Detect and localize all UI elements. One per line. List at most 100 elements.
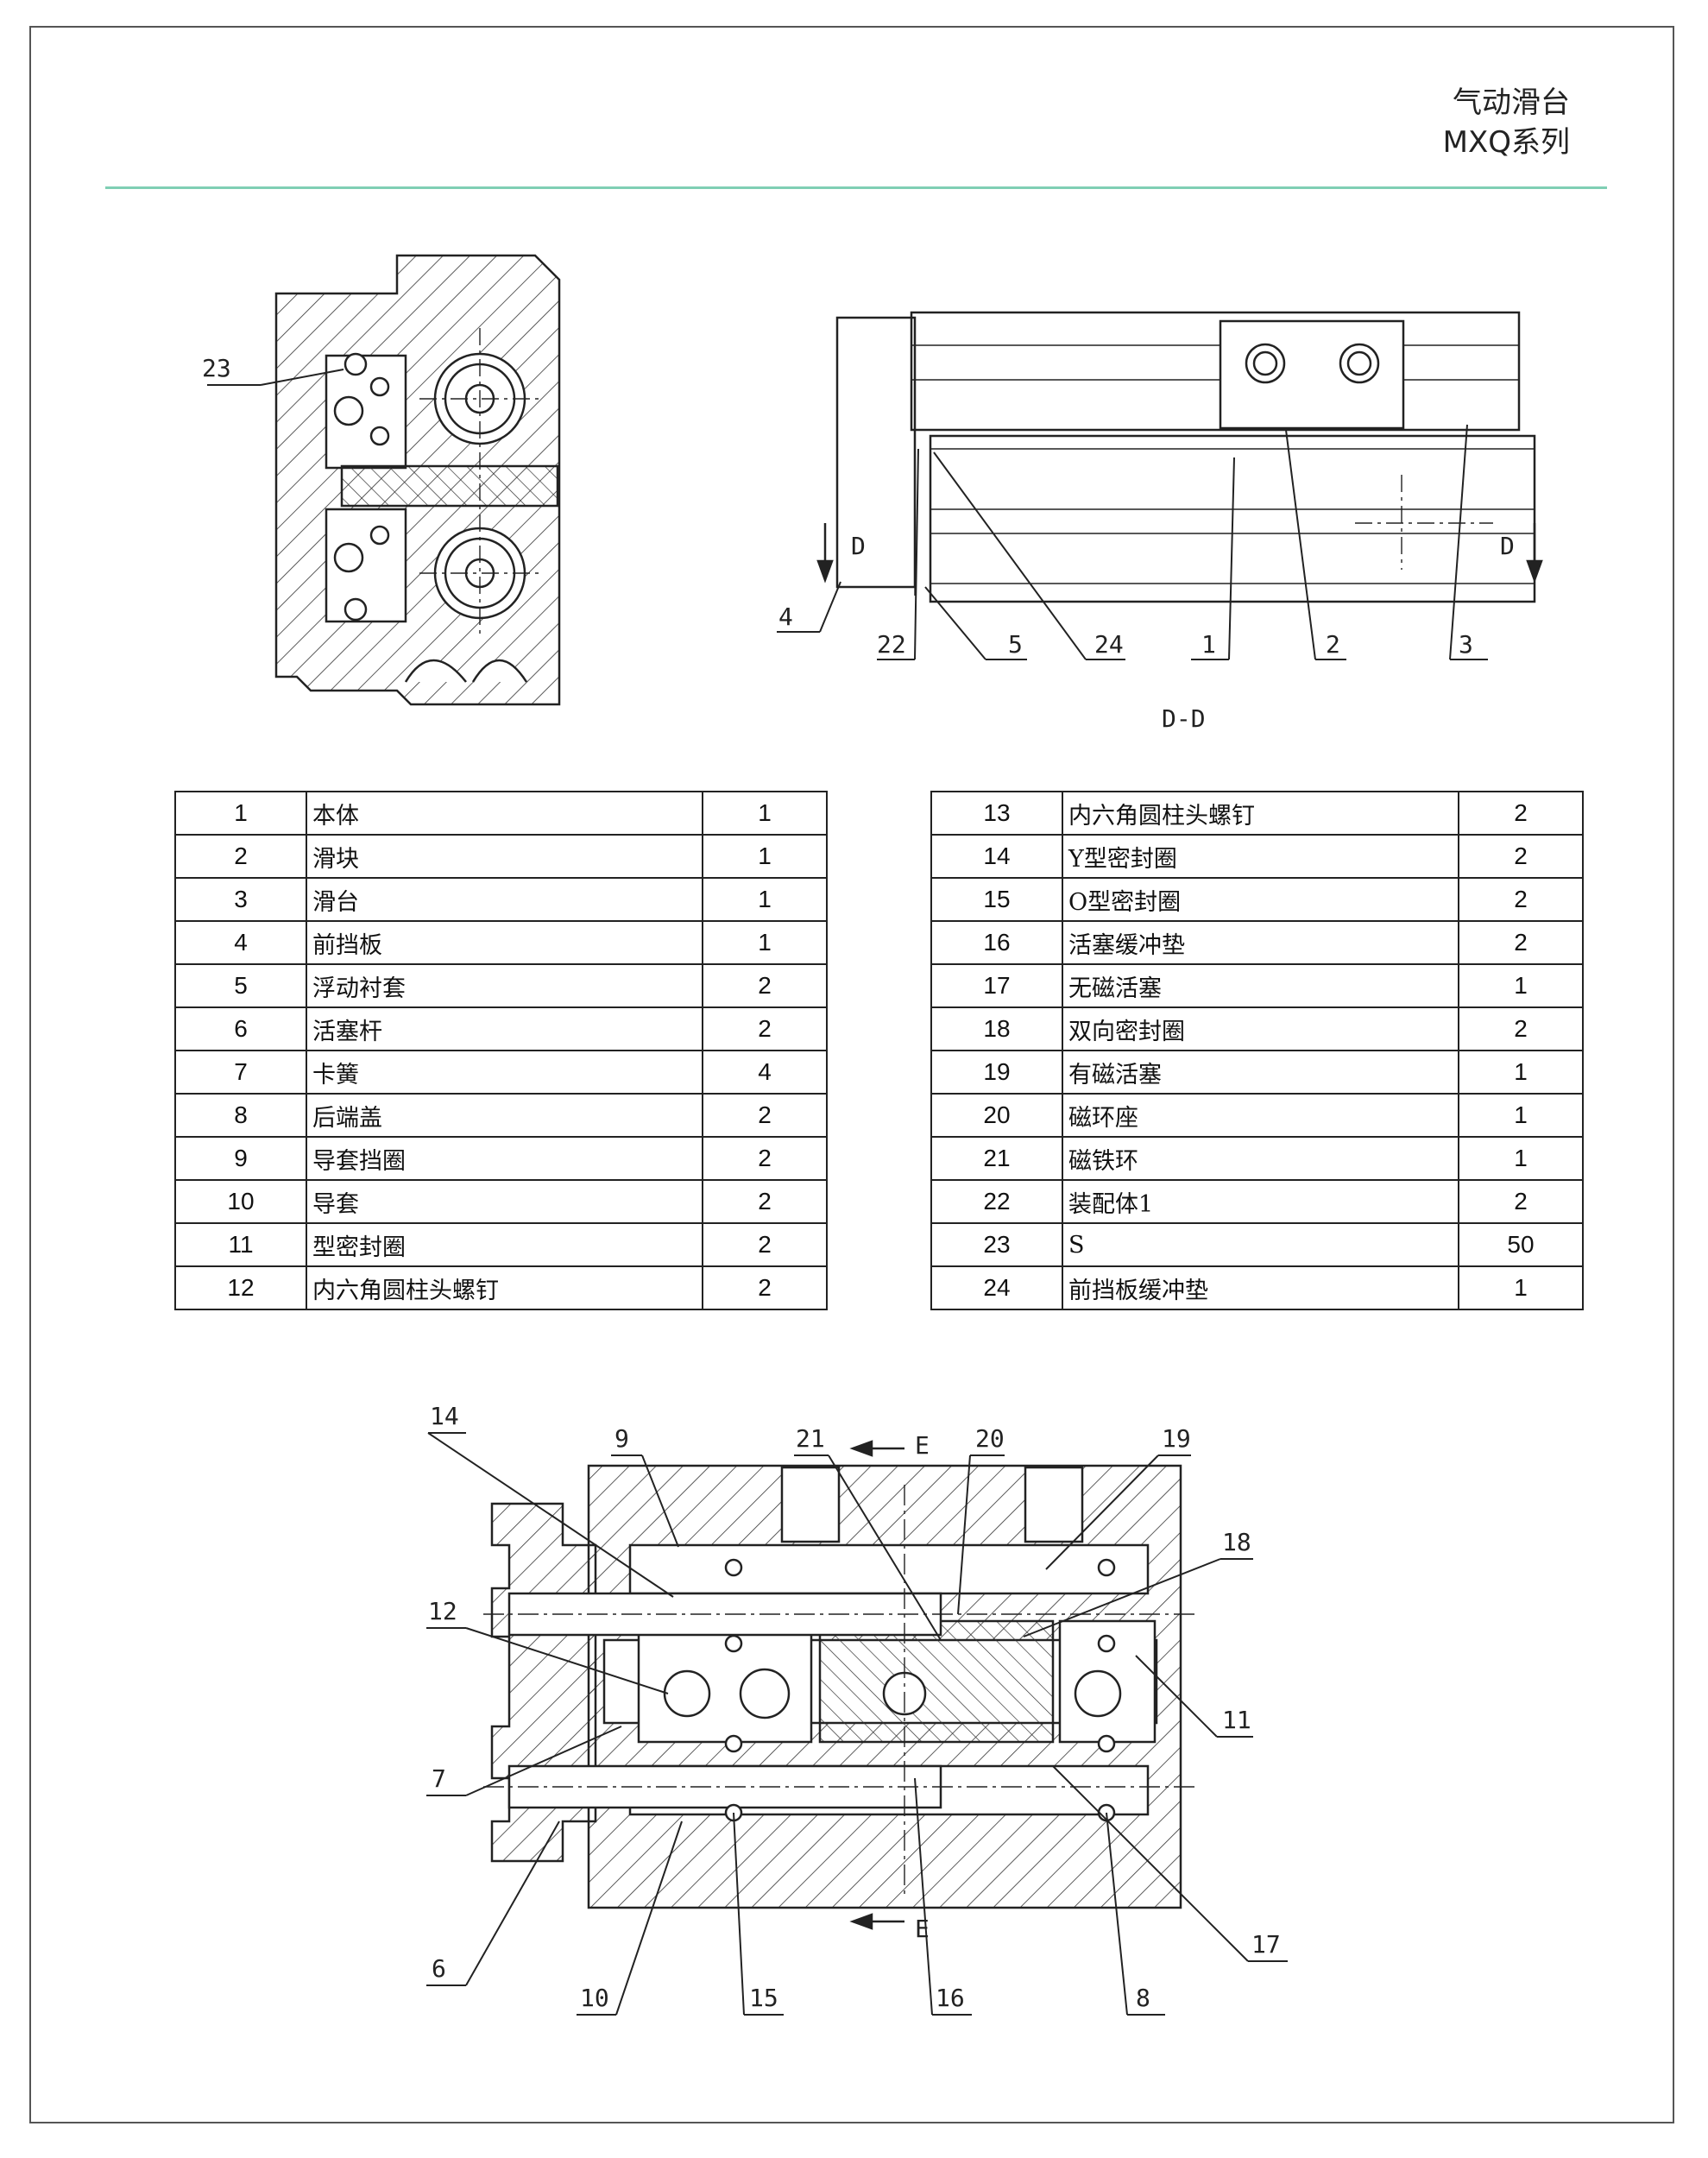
callout-18: 18 bbox=[1222, 1528, 1251, 1556]
bom-item-quantity: 2 bbox=[702, 963, 828, 1008]
bom-item-number: 5 bbox=[174, 963, 307, 1008]
bom-item-number: 16 bbox=[930, 920, 1063, 965]
bom-item-number: 12 bbox=[174, 1265, 307, 1310]
callout-16: 16 bbox=[936, 1984, 965, 2012]
bom-item-name: 前挡板 bbox=[306, 920, 703, 965]
bom-item-number: 15 bbox=[930, 877, 1063, 922]
bom-item-name: 卡簧 bbox=[306, 1050, 703, 1095]
callout-7: 7 bbox=[432, 1764, 446, 1793]
callout-11: 11 bbox=[1222, 1706, 1251, 1734]
bom-item-name: 内六角圆柱头螺钉 bbox=[306, 1265, 703, 1310]
section-mark-e-top: E bbox=[915, 1431, 930, 1460]
bom-item-name: 有磁活塞 bbox=[1062, 1050, 1459, 1095]
bom-item-number: 7 bbox=[174, 1050, 307, 1095]
bom-item-number: 2 bbox=[174, 834, 307, 879]
bom-item-number: 13 bbox=[930, 791, 1063, 836]
bom-item-name: 导套 bbox=[306, 1179, 703, 1224]
cross-section-view bbox=[426, 1432, 1288, 2016]
side-view bbox=[777, 311, 1543, 660]
callout-20: 20 bbox=[975, 1424, 1005, 1453]
bom-item-name: 本体 bbox=[306, 791, 703, 836]
page-title: 气动滑台 MXQ系列 bbox=[1443, 83, 1570, 162]
bom-item-quantity: 2 bbox=[1458, 791, 1584, 836]
bom-item-quantity: 1 bbox=[1458, 1265, 1584, 1310]
bom-item-number: 9 bbox=[174, 1136, 307, 1181]
bom-item-name: 浮动衬套 bbox=[306, 963, 703, 1008]
bom-item-number: 23 bbox=[930, 1222, 1063, 1267]
section-mark-e-bottom: E bbox=[915, 1915, 930, 1943]
bom-item-name: 内六角圆柱头螺钉 bbox=[1062, 791, 1459, 836]
bom-item-name: O型密封圈 bbox=[1062, 877, 1459, 922]
callout-4: 4 bbox=[778, 603, 793, 631]
callout-2: 2 bbox=[1326, 630, 1340, 659]
bom-item-quantity: 50 bbox=[1458, 1222, 1584, 1267]
section-label-dd: D-D bbox=[1162, 704, 1206, 733]
callout-19: 19 bbox=[1162, 1424, 1191, 1453]
bom-item-name: 后端盖 bbox=[306, 1093, 703, 1138]
callout-23: 23 bbox=[202, 354, 231, 382]
callout-12: 12 bbox=[428, 1597, 457, 1625]
bom-item-quantity: 1 bbox=[1458, 1093, 1584, 1138]
callout-1: 1 bbox=[1201, 630, 1216, 659]
callout-6: 6 bbox=[432, 1954, 446, 1983]
bom-item-number: 19 bbox=[930, 1050, 1063, 1095]
bom-item-quantity: 2 bbox=[1458, 1179, 1584, 1224]
callout-24: 24 bbox=[1094, 630, 1124, 659]
bom-item-name: 滑块 bbox=[306, 834, 703, 879]
bom-item-quantity: 4 bbox=[702, 1050, 828, 1095]
title-line-1: 气动滑台 bbox=[1453, 85, 1570, 120]
bom-item-number: 18 bbox=[930, 1006, 1063, 1051]
bom-item-quantity: 2 bbox=[702, 1222, 828, 1267]
bom-item-quantity: 2 bbox=[1458, 920, 1584, 965]
bom-item-number: 22 bbox=[930, 1179, 1063, 1224]
callout-17: 17 bbox=[1251, 1930, 1281, 1959]
bom-item-number: 1 bbox=[174, 791, 307, 836]
bom-item-name: 导套挡圈 bbox=[306, 1136, 703, 1181]
bom-item-number: 14 bbox=[930, 834, 1063, 879]
callout-5: 5 bbox=[1008, 630, 1023, 659]
bom-item-name: 型密封圈 bbox=[306, 1222, 703, 1267]
bom-item-name: 双向密封圈 bbox=[1062, 1006, 1459, 1051]
bom-item-number: 3 bbox=[174, 877, 307, 922]
bom-item-number: 4 bbox=[174, 920, 307, 965]
bom-item-number: 17 bbox=[930, 963, 1063, 1008]
bom-item-number: 10 bbox=[174, 1179, 307, 1224]
bom-item-name: 活塞缓冲垫 bbox=[1062, 920, 1459, 965]
bom-item-quantity: 2 bbox=[1458, 1006, 1584, 1051]
bom-item-quantity: 1 bbox=[702, 877, 828, 922]
title-line-2: MXQ系列 bbox=[1442, 125, 1570, 160]
callout-21: 21 bbox=[796, 1424, 825, 1453]
bom-item-quantity: 2 bbox=[702, 1265, 828, 1310]
bom-item-number: 6 bbox=[174, 1006, 307, 1051]
bom-item-quantity: 1 bbox=[1458, 963, 1584, 1008]
bom-item-name: 滑台 bbox=[306, 877, 703, 922]
bom-item-quantity: 1 bbox=[1458, 1136, 1584, 1181]
bom-item-number: 24 bbox=[930, 1265, 1063, 1310]
bom-item-quantity: 2 bbox=[1458, 834, 1584, 879]
bom-item-name: 磁环座 bbox=[1062, 1093, 1459, 1138]
callout-3: 3 bbox=[1459, 630, 1473, 659]
bom-item-quantity: 2 bbox=[702, 1136, 828, 1181]
bom-item-name: 磁铁环 bbox=[1062, 1136, 1459, 1181]
bom-item-name: 无磁活塞 bbox=[1062, 963, 1459, 1008]
bom-item-number: 8 bbox=[174, 1093, 307, 1138]
bom-item-quantity: 1 bbox=[702, 920, 828, 965]
